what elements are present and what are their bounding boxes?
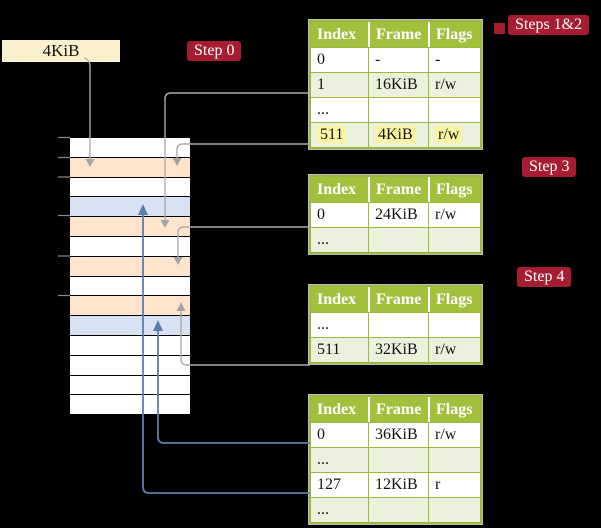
table-cell: 511	[317, 341, 341, 358]
table-row: 0 24KiB r/w	[311, 202, 480, 227]
memory-row-peach	[70, 217, 190, 237]
table-row: 127 12KiB r	[311, 472, 480, 497]
arrow-pt2-idx0-to-frame-24kib	[177, 226, 310, 257]
step-4-label: Step 4	[517, 267, 572, 287]
col-header-flags: Flags	[428, 287, 480, 312]
arrow-pt3-idx511-to-frame-32kib	[180, 311, 310, 366]
table-cell	[368, 313, 428, 337]
label-notch	[494, 23, 505, 34]
table-cell	[428, 313, 480, 337]
table-row: 0 - -	[311, 47, 480, 72]
table-cell: r/w	[428, 73, 480, 97]
table-cell: ...	[317, 231, 329, 248]
col-header-frame: Frame	[368, 177, 428, 202]
page-table-steps-1-2: Index Frame Flags 0 - - 1 16KiB r/w ... …	[309, 20, 482, 149]
col-header-index: Index	[317, 181, 357, 198]
table-cell: r/w	[428, 338, 480, 362]
table-cell: -	[428, 48, 480, 72]
table-cell: 0	[317, 206, 325, 223]
table-cell: ...	[317, 316, 329, 333]
address-tick-marks	[58, 136, 70, 297]
table-cell	[368, 498, 428, 522]
memory-row-white	[70, 138, 190, 158]
page-table-step-3: Index Frame Flags 0 24KiB r/w ...	[309, 175, 482, 254]
table-row: 1 16KiB r/w	[311, 72, 480, 97]
table-cell: ...	[317, 501, 329, 518]
table-cell	[428, 98, 480, 122]
table-cell: 127	[317, 476, 341, 493]
col-header-frame: Frame	[368, 287, 428, 312]
steps-1-2-label: Steps 1&2	[508, 15, 590, 35]
table-cell: 12KiB	[368, 473, 428, 497]
table-cell: 0	[317, 426, 325, 443]
physical-memory-column	[70, 138, 190, 416]
memory-row-peach	[70, 256, 190, 277]
table-cell	[368, 98, 428, 122]
table-row: ...	[311, 97, 480, 122]
table-row-highlighted: 511 4KiB r/w	[311, 122, 480, 147]
col-header-index: Index	[317, 26, 357, 43]
table-cell: 511	[311, 123, 368, 147]
col-header-flags: Flags	[428, 177, 480, 202]
frame-size-box: 4KiB	[2, 40, 120, 62]
step-0-label: Step 0	[187, 41, 242, 61]
memory-row-peach	[70, 296, 190, 317]
table-cell: ...	[317, 451, 329, 468]
col-header-flags: Flags	[428, 397, 480, 422]
table-cell: 1	[317, 76, 325, 93]
highlighted-value: 511	[317, 126, 347, 143]
highlighted-value: 4KiB	[375, 126, 416, 143]
table-row: ...	[311, 312, 480, 337]
table-cell	[428, 498, 480, 522]
col-header-flags: Flags	[428, 22, 480, 47]
page-table-step-4: Index Frame Flags ... 511 32KiB r/w	[309, 285, 482, 364]
memory-row-white	[70, 375, 190, 396]
table-cell: 24KiB	[368, 203, 428, 227]
table-cell: r/w	[428, 423, 480, 447]
table-header-row: Index Frame Flags	[311, 177, 480, 202]
arrow-pt1-idx511-to-frame-4kib	[176, 143, 310, 158]
memory-row-blue	[70, 316, 190, 336]
memory-row-white	[70, 335, 190, 356]
table-cell: r/w	[428, 123, 480, 147]
table-header-row: Index Frame Flags	[311, 287, 480, 312]
table-header-row: Index Frame Flags	[311, 397, 480, 422]
table-cell: -	[368, 48, 428, 72]
col-header-frame: Frame	[368, 22, 428, 47]
table-cell: 32KiB	[368, 338, 428, 362]
table-cell: 0	[317, 51, 325, 68]
table-cell: r	[428, 473, 480, 497]
highlighted-value: r/w	[435, 126, 463, 143]
table-row: ...	[311, 447, 480, 472]
col-header-index: Index	[317, 401, 357, 418]
table-cell: r/w	[428, 203, 480, 227]
table-cell: 16KiB	[368, 73, 428, 97]
table-cell: ...	[317, 101, 329, 118]
memory-row-white	[70, 355, 190, 376]
table-cell	[368, 228, 428, 252]
table-row: ...	[311, 227, 480, 252]
memory-row-white	[70, 276, 190, 297]
table-row: 0 36KiB r/w	[311, 422, 480, 447]
memory-row-peach	[70, 157, 190, 178]
memory-row-blue	[70, 197, 190, 218]
step-3-label: Step 3	[522, 157, 577, 177]
table-row: 511 32KiB r/w	[311, 337, 480, 362]
memory-row-white	[70, 177, 190, 198]
page-table-final-level: Index Frame Flags 0 36KiB r/w ... 127 12…	[309, 395, 482, 524]
col-header-index: Index	[317, 291, 357, 308]
table-cell: 4KiB	[368, 123, 428, 147]
memory-row-white	[70, 395, 190, 416]
table-header-row: Index Frame Flags	[311, 22, 480, 47]
table-cell	[368, 448, 428, 472]
col-header-frame: Frame	[368, 397, 428, 422]
table-row: ...	[311, 497, 480, 522]
table-cell	[428, 228, 480, 252]
table-cell: 36KiB	[368, 423, 428, 447]
memory-row-white	[70, 236, 190, 257]
table-cell	[428, 448, 480, 472]
